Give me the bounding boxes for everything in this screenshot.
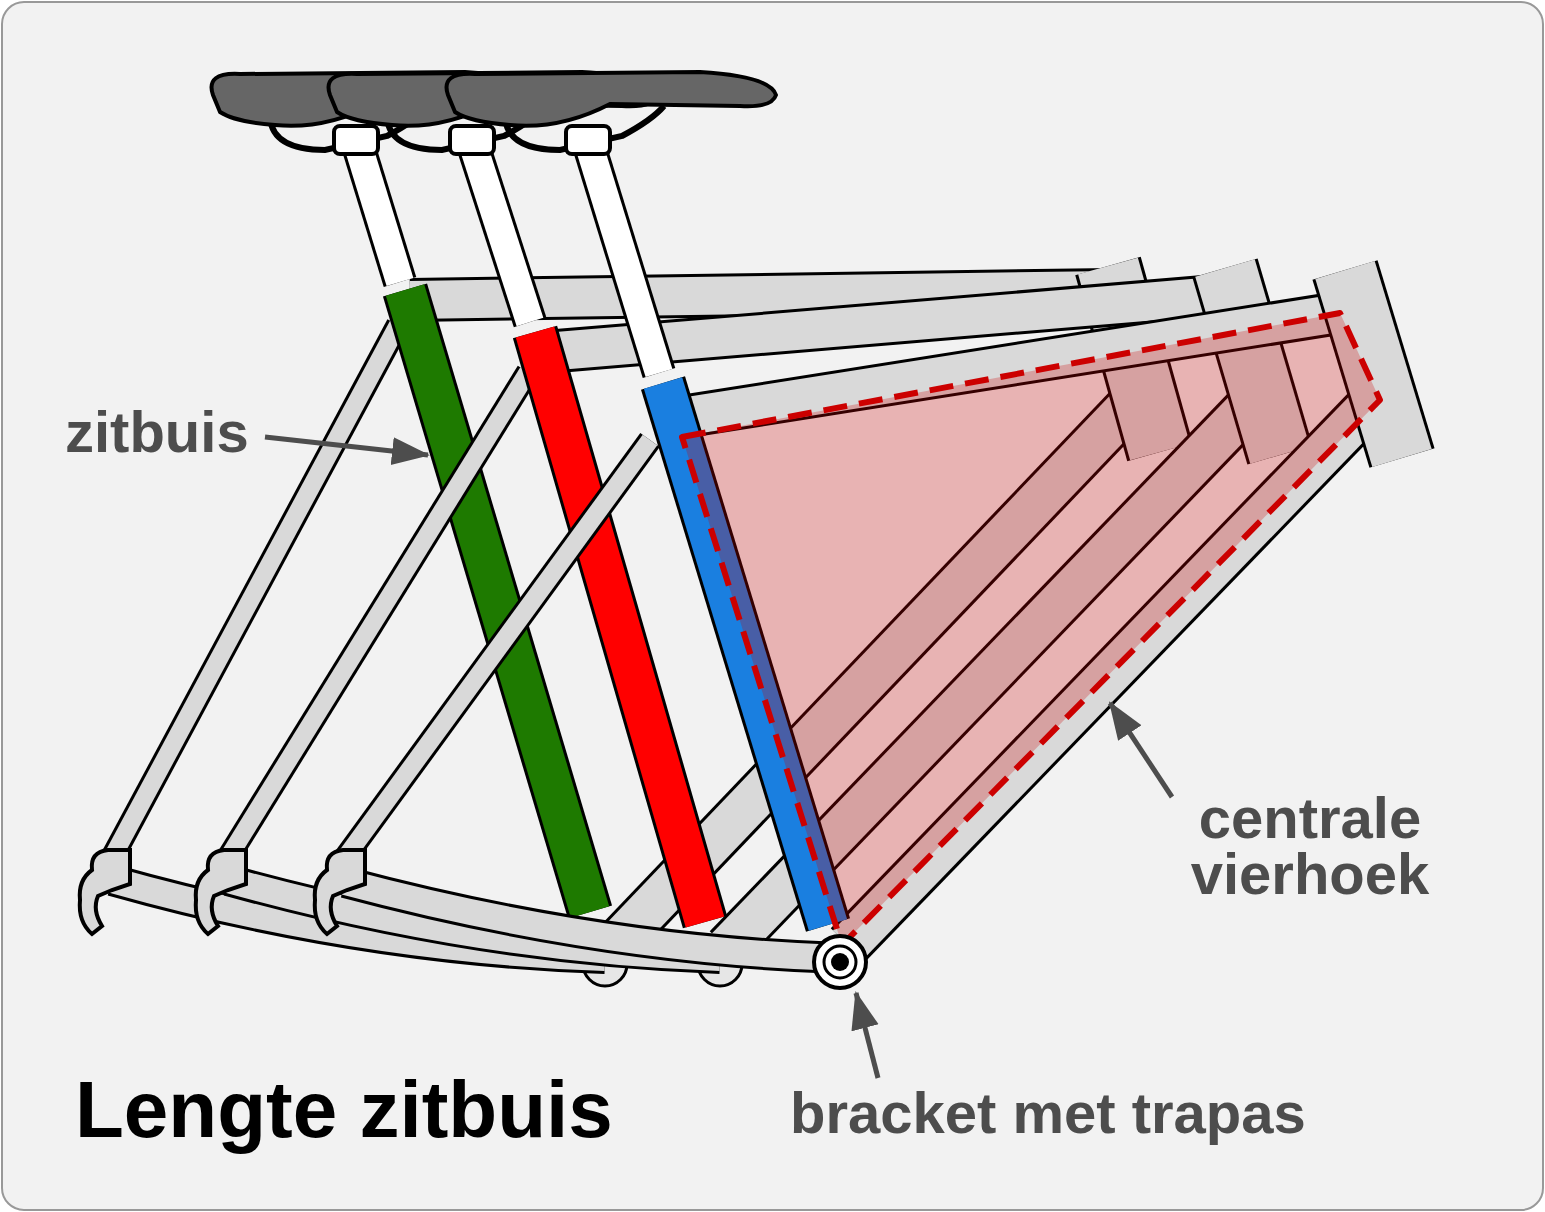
part-label: bracket met trapas xyxy=(790,1084,1306,1142)
seat-post xyxy=(588,142,659,373)
dropout xyxy=(80,850,130,934)
seat-stay xyxy=(228,372,528,858)
diagram-title: Lengte zitbuis xyxy=(75,1070,613,1150)
seat-post xyxy=(588,142,659,373)
bottom-bracket xyxy=(814,936,866,988)
leader-arrow xyxy=(265,437,428,455)
seat-clamp xyxy=(566,126,610,154)
seat-post xyxy=(472,142,530,322)
seat-stay xyxy=(345,440,650,858)
part-label: centrale vierhoek xyxy=(1170,790,1450,902)
seat-clamp xyxy=(450,126,494,154)
chain-stay xyxy=(345,882,840,958)
seat-stay xyxy=(345,440,650,858)
seat-post xyxy=(357,142,400,282)
seat-post xyxy=(472,142,530,322)
leader-arrow xyxy=(1110,703,1172,797)
seat-clamp xyxy=(334,126,378,154)
crank-axle xyxy=(831,953,849,971)
chain-stay xyxy=(345,882,840,958)
part-label: zitbuis xyxy=(65,403,249,461)
dropout xyxy=(196,850,246,934)
dropout xyxy=(315,850,365,934)
seat-post xyxy=(357,142,400,282)
seat-stay xyxy=(228,372,528,858)
leader-arrow xyxy=(856,993,878,1078)
bottom-bracket xyxy=(824,946,856,978)
